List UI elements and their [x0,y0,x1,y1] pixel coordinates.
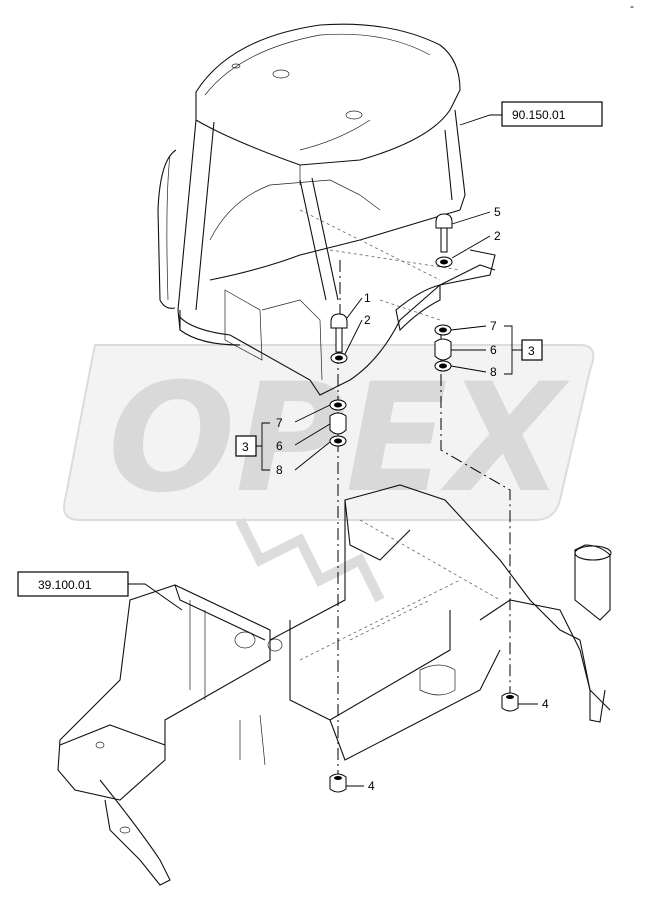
lower-left-mount: 7 6 8 3 [235,399,347,477]
callout-bolt-left: 1 [364,291,371,305]
nut-left-assembly: 4 [329,773,375,793]
callout-lower-7: 7 [276,416,283,430]
callout-lower-group: 3 [242,440,249,454]
callout-washer-left: 2 [364,313,371,327]
reference-cab-text: 90.150.01 [512,108,566,122]
callout-lower-8: 8 [276,463,283,477]
watermark: OPEX [63,344,595,603]
group-box-upper[interactable] [521,339,543,361]
right-bolt-assembly: 5 2 [435,205,501,268]
bushing-6-left [329,412,347,435]
callout-lower-6: 6 [276,439,283,453]
callout-upper-8: 8 [490,365,497,379]
callout-upper-6: 6 [490,343,497,357]
nut-right [501,692,519,712]
bolt-head-right [435,213,453,229]
reference-frame[interactable]: 39.100.01 [17,571,183,611]
bushing-6-right [434,338,452,361]
cab-illustration [157,23,496,396]
reference-frame-text: 39.100.01 [38,578,92,592]
callout-upper-7: 7 [490,319,497,333]
reference-cab-box [501,101,603,127]
callout-nut-left: 4 [368,779,375,793]
callout-bolt-right: 5 [494,205,501,219]
left-bolt-assembly: 1 2 [330,291,371,364]
upper-right-mount: 7 6 8 3 [434,319,543,379]
callout-upper-group: 3 [528,344,535,358]
nut-right-assembly: 4 [501,692,549,712]
nut-left [329,773,347,793]
reference-frame-box [17,571,129,597]
frame-illustration [57,484,612,886]
bolt-shank-left [335,327,343,353]
callout-nut-right: 4 [542,697,549,711]
bolt-head-left [330,313,348,329]
corner-mark: - [630,0,634,13]
bolt-shank-right [440,227,448,253]
reference-cab[interactable]: 90.150.01 [459,101,603,127]
callout-washer-right: 2 [494,229,501,243]
group-box-lower[interactable] [235,435,257,457]
